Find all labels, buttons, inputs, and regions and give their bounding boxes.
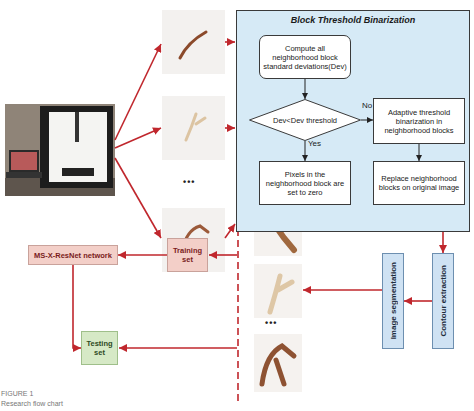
group-title: Block Threshold Binarization [237,15,469,25]
diamond-shape [250,100,361,141]
step-box: Contour extraction [432,253,454,349]
flow-arrow [115,158,161,238]
flow-arrow [115,44,161,140]
connector-arrow [118,254,167,256]
laptop-base [6,172,42,178]
node-text: Replace neighborhood blocks on original … [376,174,462,192]
process-box: Replace neighborhood blocks on original … [373,161,465,205]
raw-images [162,10,225,272]
flow-arrow [225,127,235,129]
node-text: Dev<Dev threshold [273,116,337,125]
connector-arrow [73,265,81,348]
light-box-interior [49,112,107,182]
node-text: MS-X-ResNet network [34,251,112,260]
node-text: Training set [169,246,206,264]
sample-shape [262,346,294,384]
network-box: MS-X-ResNet network [28,245,118,265]
connector-arrow [404,300,432,302]
node-text: Pixels in the neighborhood block are set… [262,170,348,197]
connector-arrow [442,232,444,253]
setup-photo [5,104,115,196]
light-box-frame [40,106,113,188]
node-text: Compute all neighborhood block standard … [262,44,348,71]
sample-shape [180,32,206,58]
flow-arrow [225,41,235,43]
ellipsis-mark: ••• [265,318,277,328]
sample-tray [62,168,94,176]
dataset-box: Testing set [81,331,118,365]
flow-arrow [303,289,382,291]
image-thumbnail [254,264,302,318]
laptop-screen-frame [9,150,39,172]
flow-arrow [119,347,237,349]
decision-diamond: Dev<Dev threshold [249,99,361,141]
process-group: Block Threshold BinarizationCompute all … [236,10,470,232]
dataset-box: Training set [167,238,208,272]
image-thumbnail [162,10,225,74]
node-text: Testing set [83,339,116,357]
ellipsis-mark: ••• [183,177,195,187]
step-box: Image segmentation [382,253,404,349]
sample-shape [270,276,292,312]
figure-number: FIGURE 1 [1,390,33,397]
figure-caption: Research flow chart [1,400,63,407]
process-box: Adaptive threshold binarization in neigh… [373,98,465,144]
edge-label: No [362,101,372,110]
image-thumbnail [254,334,302,392]
node-text: Image segmentation [389,262,398,339]
flow-arrow [115,128,161,148]
node-text: Adaptive threshold binarization in neigh… [376,108,462,135]
camera-stand [75,112,79,142]
process-box: Compute all neighborhood block standard … [259,35,351,79]
node-text: Contour extraction [439,265,448,337]
sample-shape [186,114,205,140]
laptop-screen [11,152,37,170]
flow-arrow [209,254,237,256]
image-thumbnail [162,208,225,272]
flow-arrow [225,224,235,238]
process-box: Pixels in the neighborhood block are set… [259,161,351,205]
image-thumbnail [162,96,225,160]
photo-background [5,104,115,196]
edge-label: Yes [308,139,321,148]
